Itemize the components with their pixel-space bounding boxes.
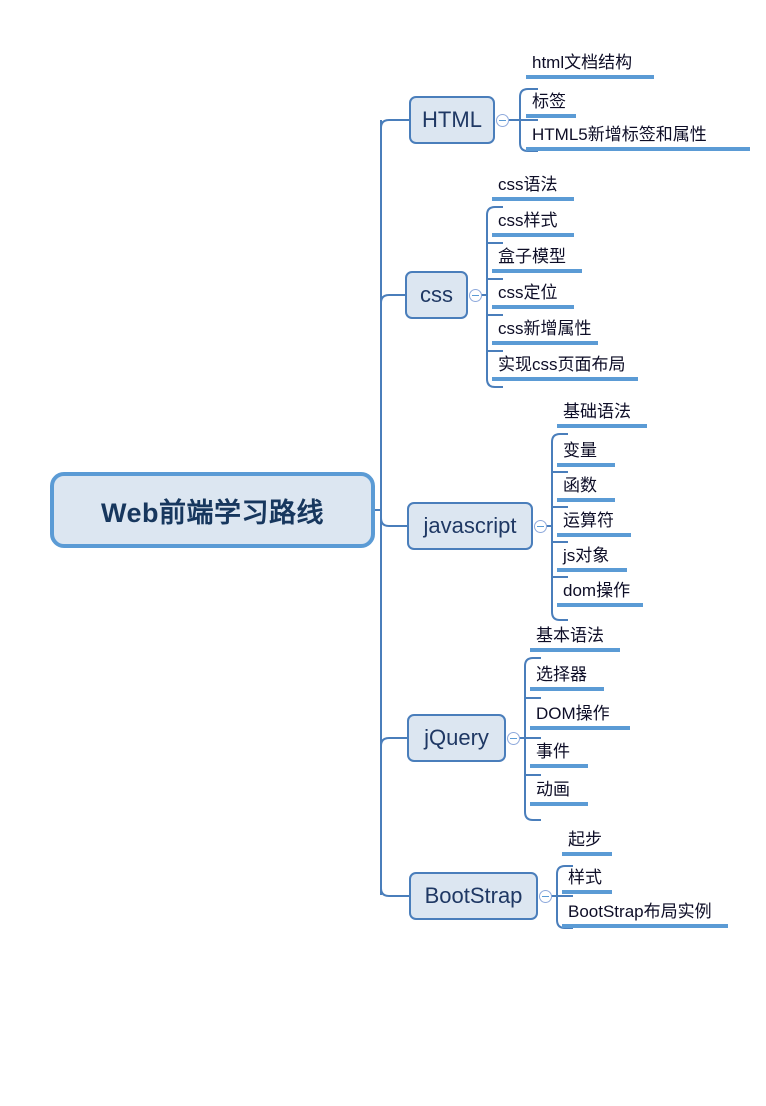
leaf-underline	[557, 568, 627, 572]
collapse-minus-icon-javascript[interactable]	[534, 520, 547, 533]
leaf-underline	[530, 802, 588, 806]
branch-node-javascript-label: javascript	[423, 513, 517, 538]
leaf-item[interactable]: 标签	[526, 91, 576, 118]
branch-node-html-label: HTML	[422, 107, 482, 132]
leaf-underline	[557, 463, 615, 467]
wire-trunk-to-html	[380, 119, 409, 129]
leaf-item[interactable]: dom操作	[557, 580, 643, 607]
leaf-item[interactable]: 实现css页面布局	[492, 354, 638, 381]
leaf-underline	[492, 341, 598, 345]
leaf-label: 变量	[563, 441, 597, 460]
leaf-label: css新增属性	[498, 319, 592, 338]
leaf-underline	[492, 197, 574, 201]
collapse-minus-icon-jquery[interactable]	[507, 732, 520, 745]
leaf-label: css定位	[498, 283, 558, 302]
leaf-underline	[557, 533, 631, 537]
leaf-item[interactable]: 事件	[530, 741, 588, 768]
leaf-label: 基础语法	[563, 402, 631, 421]
leaf-label: 函数	[563, 476, 597, 495]
leaf-underline	[492, 269, 582, 273]
leaf-label: BootStrap布局实例	[568, 902, 712, 921]
leaf-item[interactable]: 选择器	[530, 664, 604, 691]
leaf-underline	[530, 764, 588, 768]
root-node[interactable]: Web前端学习路线	[50, 472, 375, 548]
leaf-label: css样式	[498, 211, 558, 230]
leaf-label: 基本语法	[536, 626, 604, 645]
branch-node-html[interactable]: HTML	[409, 96, 495, 144]
branch-node-css-label: css	[420, 282, 453, 307]
leaf-underline	[562, 924, 728, 928]
leaf-underline	[562, 852, 612, 856]
leaf-item[interactable]: css样式	[492, 210, 574, 237]
wire-trunk-to-bootstrap	[380, 887, 409, 897]
leaf-item[interactable]: css语法	[492, 174, 574, 201]
leaf-underline	[557, 498, 615, 502]
wire-trunk-to-css	[380, 294, 405, 304]
branch-node-bootstrap-label: BootStrap	[424, 883, 523, 908]
leaf-item[interactable]: 函数	[557, 475, 615, 502]
wire-js-child-6	[551, 611, 568, 621]
leaf-label: html文档结构	[532, 53, 633, 72]
leaf-underline	[526, 75, 654, 79]
leaf-underline	[557, 424, 647, 428]
leaf-item[interactable]: 起步	[562, 829, 612, 856]
leaf-item[interactable]: 动画	[530, 779, 588, 806]
leaf-item[interactable]: 变量	[557, 440, 615, 467]
leaf-label: 事件	[536, 742, 570, 761]
branch-node-javascript[interactable]: javascript	[407, 502, 533, 550]
root-node-label: Web前端学习路线	[100, 497, 324, 528]
leaf-item[interactable]: 运算符	[557, 510, 631, 537]
leaf-item[interactable]: js对象	[557, 545, 627, 572]
collapse-minus-icon-html[interactable]	[496, 114, 509, 127]
leaf-label: 选择器	[536, 665, 587, 684]
leaf-underline	[557, 603, 643, 607]
leaf-underline	[530, 648, 620, 652]
leaf-item[interactable]: 盒子模型	[492, 246, 582, 273]
leaf-underline	[526, 114, 576, 118]
leaf-underline	[530, 687, 604, 691]
leaf-underline	[530, 726, 630, 730]
branch-node-bootstrap[interactable]: BootStrap	[409, 872, 538, 920]
leaf-item[interactable]: 基本语法	[530, 625, 620, 652]
leaf-label: dom操作	[563, 581, 631, 600]
collapse-minus-icon-css[interactable]	[469, 289, 482, 302]
leaf-label: js对象	[563, 546, 610, 565]
wire-trunk-to-javascript	[380, 517, 407, 527]
leaf-label: 运算符	[563, 511, 614, 530]
wire-trunk-to-jquery	[380, 737, 407, 747]
leaf-item[interactable]: css新增属性	[492, 318, 598, 345]
leaf-underline	[492, 377, 638, 381]
leaf-item[interactable]: 基础语法	[557, 401, 647, 428]
branch-node-css[interactable]: css	[405, 271, 468, 319]
branch-node-jquery[interactable]: jQuery	[407, 714, 506, 762]
leaf-label: 起步	[568, 830, 602, 849]
leaf-label: 标签	[532, 92, 566, 111]
leaf-underline	[562, 890, 612, 894]
leaf-label: DOM操作	[536, 704, 610, 723]
branch-node-jquery-label: jQuery	[424, 725, 489, 750]
collapse-minus-icon-bootstrap[interactable]	[539, 890, 552, 903]
leaf-item[interactable]: html文档结构	[526, 52, 654, 79]
leaf-underline	[526, 147, 750, 151]
leaf-item[interactable]: HTML5新增标签和属性	[526, 124, 750, 151]
leaf-label: 动画	[536, 780, 570, 799]
wire-jq-child-5	[524, 811, 541, 821]
leaf-item[interactable]: css定位	[492, 282, 574, 309]
leaf-underline	[492, 305, 574, 309]
leaf-item[interactable]: DOM操作	[530, 703, 630, 730]
leaf-label: 盒子模型	[498, 247, 566, 266]
leaf-underline	[492, 233, 574, 237]
leaf-item[interactable]: BootStrap布局实例	[562, 901, 728, 928]
leaf-label: css语法	[498, 175, 558, 194]
leaf-label: 实现css页面布局	[498, 355, 626, 374]
leaf-label: 样式	[568, 868, 602, 887]
leaf-item[interactable]: 样式	[562, 867, 612, 894]
leaf-label: HTML5新增标签和属性	[532, 125, 707, 144]
